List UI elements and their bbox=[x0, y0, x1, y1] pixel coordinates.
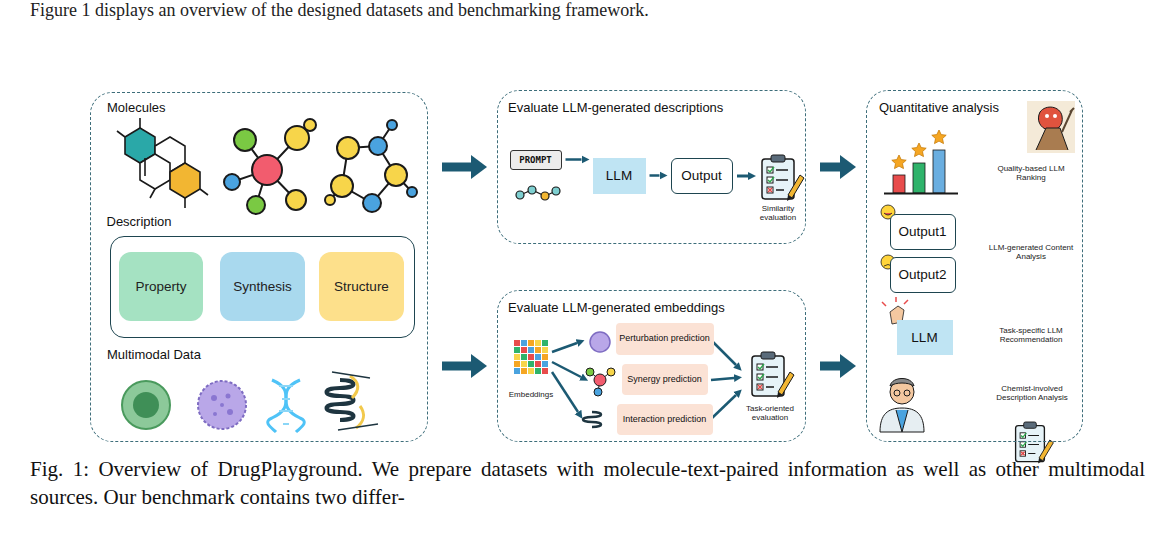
box-label: Output bbox=[681, 168, 722, 183]
analysis-label: Quality-based LLM Ranking bbox=[988, 164, 1074, 182]
box-label: LLM bbox=[606, 168, 632, 183]
box-label: Property bbox=[135, 279, 186, 294]
category-box: Synthesis bbox=[220, 252, 305, 321]
figure-caption: Fig. 1: Overview of DrugPlayground. We p… bbox=[30, 455, 1145, 511]
category-box: Structure bbox=[319, 252, 404, 321]
llm-box: LLM bbox=[593, 158, 646, 194]
analysis-label: Task-specific LLM Recommendation bbox=[988, 326, 1074, 344]
panel-heading: Quantitative analysis bbox=[879, 100, 999, 115]
output-box: Output bbox=[671, 158, 733, 194]
step-arrow bbox=[650, 174, 660, 177]
icon-label: Embeddings bbox=[503, 390, 559, 399]
panel-heading: Description bbox=[107, 214, 172, 229]
task-box: Perturbation prediction bbox=[616, 323, 714, 355]
body-text: Figure 1 displays an overview of the des… bbox=[30, 0, 649, 21]
llm-box: LLM bbox=[897, 320, 953, 355]
icon-label: Task-oriented evaluation bbox=[734, 404, 806, 422]
flow-arrow bbox=[442, 362, 471, 371]
box-label: Structure bbox=[334, 279, 389, 294]
box-label: Synthesis bbox=[233, 279, 292, 294]
panel-heading: Evaluate LLM-generated descriptions bbox=[508, 100, 723, 115]
step-arrow bbox=[566, 158, 582, 161]
box-label: LLM bbox=[911, 330, 937, 345]
data-panel: MoleculesMultimodal Data DescriptionPrope… bbox=[90, 92, 428, 442]
box-label: PROMPT bbox=[519, 155, 552, 165]
box-label: Perturbation prediction bbox=[619, 333, 710, 343]
task-box: Synergy prediction bbox=[622, 364, 708, 395]
analysis-label: LLM-generated Content Analysis bbox=[988, 243, 1074, 261]
box-label: Interaction prediction bbox=[623, 414, 707, 424]
category-box: Property bbox=[119, 252, 203, 321]
panel-heading: Molecules bbox=[107, 100, 166, 115]
analysis-label: Chemist-involved Description Analysis bbox=[986, 384, 1078, 402]
panel-heading: Evaluate LLM-generated embeddings bbox=[508, 300, 725, 315]
flow-arrow bbox=[820, 163, 840, 172]
flow-arrow bbox=[820, 362, 840, 371]
panel-heading: Multimodal Data bbox=[107, 347, 201, 362]
description-eval-panel: Evaluate LLM-generated descriptionsPROMP… bbox=[497, 90, 806, 244]
output-box: Output2 bbox=[890, 257, 956, 293]
output-box: Output1 bbox=[890, 214, 956, 250]
task-box: Interaction prediction bbox=[617, 404, 713, 435]
icon-label: Similarity evaluation bbox=[746, 204, 810, 222]
box-label: Output1 bbox=[898, 224, 946, 239]
prompt-box: PROMPT bbox=[510, 150, 562, 170]
box-label: Output2 bbox=[898, 267, 946, 282]
description-box: DescriptionPropertySynthesisStructure bbox=[110, 236, 415, 338]
flow-arrow bbox=[442, 163, 471, 172]
box-label: Synergy prediction bbox=[627, 374, 702, 384]
